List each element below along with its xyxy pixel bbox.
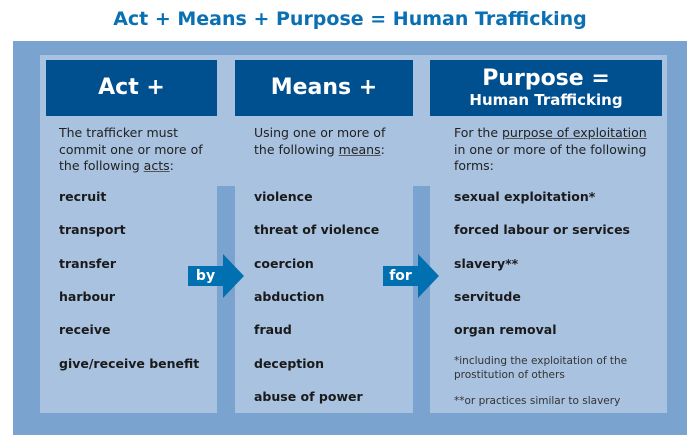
- means-item: coercion: [254, 255, 314, 271]
- means-item: threat of violence: [254, 222, 380, 238]
- means-header: Means +: [235, 60, 413, 116]
- footnote-2: **or practices similar to slavery: [454, 395, 621, 407]
- means-item: abduction: [254, 288, 325, 304]
- act-item: transport: [59, 222, 126, 238]
- footnote-1: *including the exploitation of the prost…: [454, 355, 628, 381]
- means-item: deception: [254, 355, 325, 371]
- act-item: give/receive benefit: [59, 355, 200, 371]
- for-label: for: [383, 266, 418, 286]
- arrow-head-icon: [223, 254, 244, 298]
- purpose-item: forced labour or services: [454, 222, 630, 238]
- act-header-text: Act +: [98, 75, 165, 100]
- means-header-text: Means +: [270, 75, 378, 100]
- act-item: receive: [59, 322, 111, 338]
- means-intro: Using one or more of the following means…: [254, 125, 386, 157]
- purpose-subheader-text: Human Trafficking: [469, 91, 623, 109]
- act-item: harbour: [59, 288, 116, 304]
- act-intro: The trafficker must commit one or more o…: [59, 125, 203, 173]
- purpose-intro: For the purpose of exploitation in one o…: [454, 125, 647, 173]
- means-item: abuse of power: [254, 388, 363, 404]
- diagram-title: Act + Means + Purpose = Human Traffickin…: [113, 8, 587, 30]
- act-item: transfer: [59, 255, 116, 271]
- purpose-header: Purpose = Human Trafficking: [430, 60, 662, 116]
- act-header: Act +: [46, 60, 217, 116]
- purpose-item: slavery**: [454, 255, 519, 271]
- for-arrow: for: [383, 254, 441, 298]
- purpose-item: sexual exploitation*: [454, 189, 596, 204]
- purpose-header-text: Purpose =: [482, 66, 610, 91]
- purpose-item: servitude: [454, 288, 521, 304]
- by-label: by: [188, 266, 223, 286]
- arrow-head-icon: [418, 254, 439, 298]
- means-item: fraud: [254, 322, 292, 338]
- act-item: recruit: [59, 189, 107, 204]
- means-item: violence: [254, 189, 313, 204]
- by-arrow: by: [188, 254, 246, 298]
- purpose-item: organ removal: [454, 322, 557, 338]
